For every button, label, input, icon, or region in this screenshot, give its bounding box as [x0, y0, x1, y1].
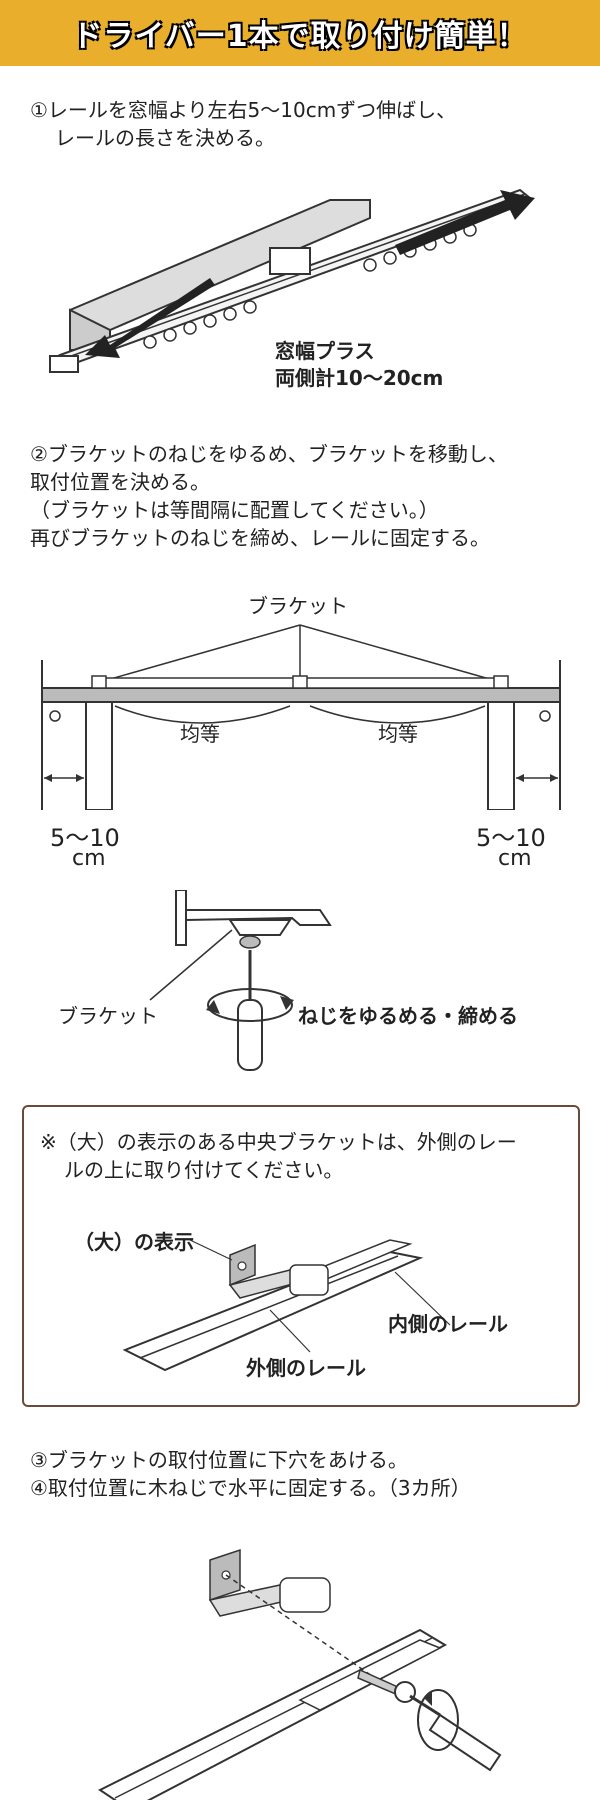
outer-rail-label: 外側のレール: [246, 1356, 366, 1380]
screw-fixing-illustration: [98, 1548, 502, 1800]
inner-rail-label: 内側のレール: [388, 1312, 508, 1336]
equal-label-left: 均等: [180, 722, 220, 746]
step3-line: ③ブラケットの取付位置に下穴をあける。: [30, 1448, 408, 1472]
step1-line2: レールの長さを決める。: [55, 126, 275, 150]
step2-line3: （ブラケットは等間隔に配置してください。）: [30, 498, 439, 522]
width-plus-label-1: 窓幅プラス: [275, 339, 375, 363]
margin-right-value: 5〜10: [476, 824, 546, 852]
margin-left-value: 5〜10: [50, 824, 120, 852]
header-banner: ドライバー1本で取り付け簡単！: [0, 0, 600, 66]
bracket-label: ブラケット: [248, 594, 348, 618]
step2-line2: 取付位置を決める。: [30, 470, 210, 494]
large-mark-label: （大）の表示: [74, 1230, 194, 1254]
note-line1: ※（大）の表示のある中央ブラケットは、外側のレー: [40, 1130, 517, 1154]
note-line2: ルの上に取り付けてください。: [64, 1158, 344, 1182]
screw-action-label: ねじをゆるめる・締める: [298, 1004, 518, 1028]
bracket-detail-label: ブラケット: [58, 1004, 158, 1028]
step2-line1: ②ブラケットのねじをゆるめ、ブラケットを移動し、: [30, 442, 508, 466]
banner-title: ドライバー1本で取り付け簡単！: [72, 19, 528, 54]
step4-line: ④取付位置に木ねじで水平に固定する。（3カ所）: [30, 1476, 471, 1500]
step1-line1: ①レールを窓幅より左右5〜10cmずつ伸ばし、: [30, 98, 457, 122]
center-bracket-note: [22, 1105, 580, 1407]
margin-left-unit: cm: [72, 846, 106, 871]
equal-label-right: 均等: [378, 722, 418, 746]
bracket-spacing-diagram: [41, 624, 561, 810]
rail-extend-illustration: [49, 188, 535, 373]
screwdriver-illustration: [149, 890, 332, 1071]
step2-line4: 再びブラケットのねじを締め、レールに固定する。: [30, 526, 490, 550]
margin-right-unit: cm: [498, 846, 532, 871]
center-bracket-illustration: [122, 1239, 451, 1372]
width-plus-label-2: 両側計10〜20cm: [275, 366, 444, 390]
